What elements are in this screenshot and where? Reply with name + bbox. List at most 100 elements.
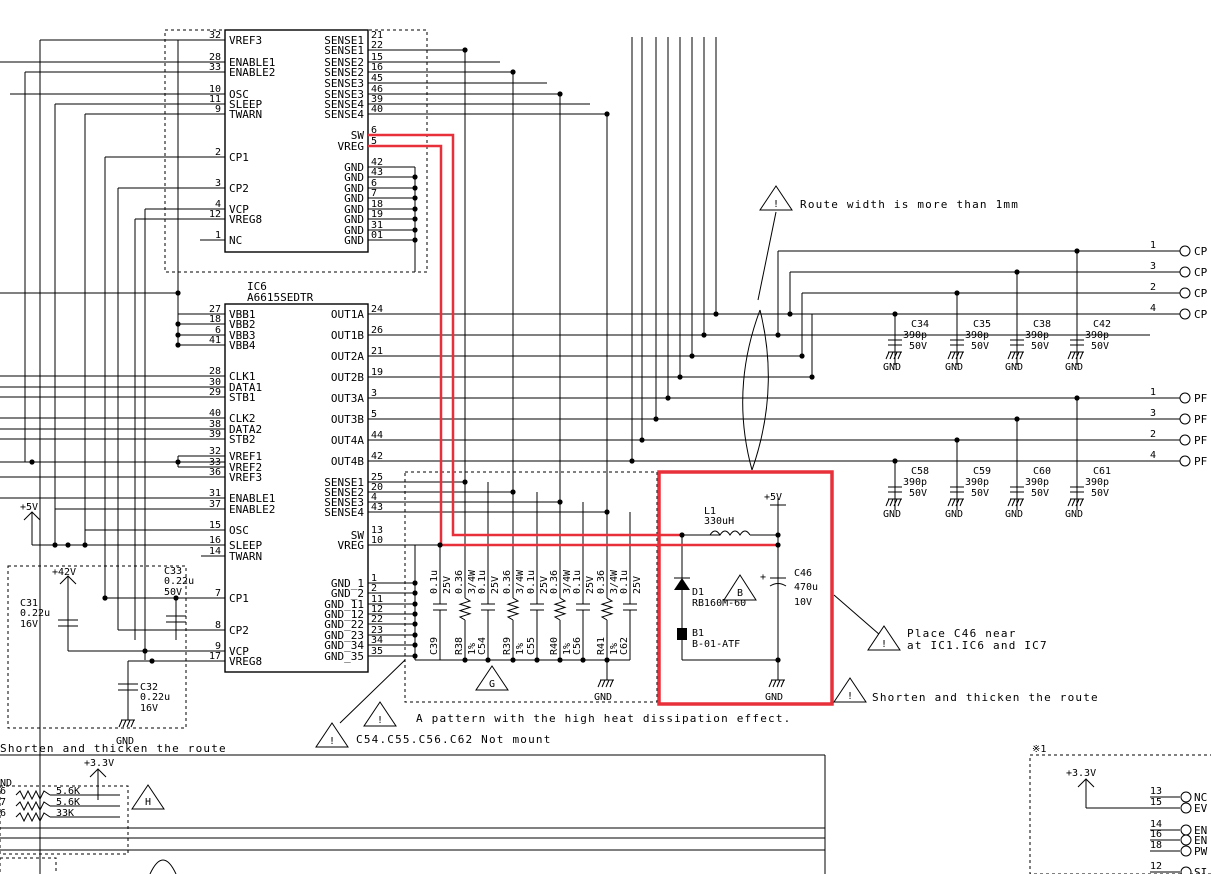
b1-ref: B1 (692, 628, 704, 639)
ic6-left-pin-num: 32 (209, 446, 221, 457)
cap-lower-gnd-symbol-hatch (1067, 498, 1072, 507)
sense-gnd-symbol-hatch (605, 679, 610, 688)
note-shorten-right-triangle (833, 677, 867, 703)
left-dashed-frame (7, 565, 187, 729)
junction-dot (485, 657, 491, 663)
junction-dot (892, 458, 898, 464)
junction-dot (149, 658, 155, 664)
ic6-left-pin-num: 7 (215, 588, 221, 599)
bottom-resistor (15, 800, 51, 812)
sense-part-ref: C55 (526, 637, 537, 655)
c33-value: 0.22u (164, 576, 194, 587)
bottom-plus33-left: +3.3V (84, 758, 114, 769)
sense-resistor (553, 597, 567, 621)
upper-ic-right-pin-name: GND (344, 192, 364, 205)
conn-upper-pin: 2 (1150, 282, 1156, 293)
junction-dot (1074, 248, 1080, 254)
ic6-right-pin-name: OUT3A (331, 392, 364, 405)
ic6-right-pin-num: 4 (371, 492, 377, 503)
conn-lower-label: PF (1194, 434, 1207, 447)
bottom-right-terminal (1180, 845, 1192, 857)
c46-ref: C46 (794, 568, 812, 579)
upper-ic-left-pin-num: 28 (209, 52, 221, 63)
upper-ic-right-pin-name: VREG (338, 140, 365, 153)
ic6-right-pin-name: OUT2B (331, 371, 364, 384)
upper-ic-right-pin-name: GND (344, 161, 364, 174)
sense-part-ref: R41 (596, 637, 607, 655)
ic6-right-pin-name: OUT4A (331, 434, 364, 447)
bottom-left-dashed-2 (0, 857, 57, 874)
upper-ic-left-pin-name: CP1 (229, 151, 249, 164)
ic6-left-pin-name: DATA2 (229, 423, 262, 436)
note-pattern-triangle (363, 701, 397, 727)
junction-dot (173, 595, 179, 601)
ic6-left-pin-num: 16 (209, 535, 221, 546)
left-gnd: GND (116, 736, 134, 747)
cap-upper-gnd-label: GND (883, 362, 901, 373)
cap-upper-gnd-symbol-hatch (1075, 351, 1080, 360)
c31-ref: C31 (20, 598, 38, 609)
d1-part: RB160M-60 (692, 598, 746, 609)
l1-value: 330uH (704, 516, 734, 527)
bottom-res-pin: 6 (0, 808, 6, 819)
ic6-right-pin-name: OUT1A (331, 308, 364, 321)
ic6-left-pin-name: STB1 (229, 391, 256, 404)
ic6-right-pin-num: 11 (371, 594, 383, 605)
upper-ic-left-pin-name: ENABLE1 (229, 56, 275, 69)
sense-part-rating: 25V (539, 576, 550, 594)
upper-ic-left-pin-num: 10 (209, 84, 221, 95)
upper-ic-right-pin-num: 16 (371, 62, 383, 73)
cap-lower-gnd-symbol-hatch (1015, 498, 1020, 507)
sense-part-rating: 3/4W (609, 569, 620, 594)
ic6-left-pin-name: VBB2 (229, 318, 256, 331)
bottom-right-pin: 16 (1150, 829, 1162, 840)
cap-upper-rating: 50V (909, 341, 927, 352)
notes: ! Route width is more than 1mm ! Place C… (0, 185, 1098, 755)
upper-ic-left-pin-name: NC (229, 234, 242, 247)
bottom-right-label: NC (1194, 791, 1207, 804)
ic6-left-wiring (0, 293, 225, 720)
cap-lower-value: 390p (903, 477, 927, 488)
sense-part-value: 0.1u (429, 570, 440, 594)
cap-lower-ref: C58 (911, 466, 929, 477)
ic6-left-pin-num: 15 (209, 520, 221, 531)
cap-upper-gnd-symbol-hatch (1071, 351, 1076, 360)
svg-text:!: ! (881, 639, 887, 650)
bottom-plus33-right: +3.3V (1066, 768, 1096, 779)
cap-lower-gnd-symbol-hatch (947, 498, 952, 507)
sense-part-rating: 3/4W (515, 569, 526, 594)
upper-ic-right-pin-num: 01 (371, 230, 383, 241)
sense-part-value: 0.1u (526, 570, 537, 594)
ic6-left-pin-name: STB2 (229, 433, 256, 446)
bottom-resistor (15, 811, 51, 823)
note-place-c46-1: Place C46 near (907, 627, 1017, 640)
bottom-right-label: EN (1194, 834, 1207, 847)
cap-upper-gnd-symbol-hatch (1015, 351, 1020, 360)
cap-upper-gnd-symbol-hatch (955, 351, 960, 360)
junction-dot (462, 47, 468, 53)
sense-part-rating: 25V (442, 576, 453, 594)
svg-text:G: G (489, 679, 495, 690)
bottom-right-pin: 14 (1150, 819, 1162, 830)
conn-lower-pin: 2 (1150, 429, 1156, 440)
c32-ref: C32 (140, 682, 158, 693)
conn-lower-pin: 3 (1150, 408, 1156, 419)
upper-ic-right-pin-num: 42 (371, 157, 383, 168)
svg-text:H: H (145, 797, 151, 808)
cap-lower-gnd-symbol-hatch (889, 498, 894, 507)
ic6-right-pin-name: GND_35 (324, 650, 364, 663)
sense-part-tolerance: 1% (562, 643, 573, 655)
heat-dissipation-area (404, 471, 658, 703)
ic6-left-pin-name: CP1 (229, 592, 249, 605)
sense-gnd-symbol-hatch (597, 679, 602, 688)
upper-ic-right-pin-name: SENSE4 (324, 108, 364, 121)
upper-ic-right-pin-name: GND (344, 213, 364, 226)
ic6-right-pin-num: 23 (371, 625, 383, 636)
upper-ic-left-pin-num: 2 (215, 147, 221, 158)
upper-ic-right-pin-name: SENSE2 (324, 66, 364, 79)
junction-dot (412, 611, 418, 617)
